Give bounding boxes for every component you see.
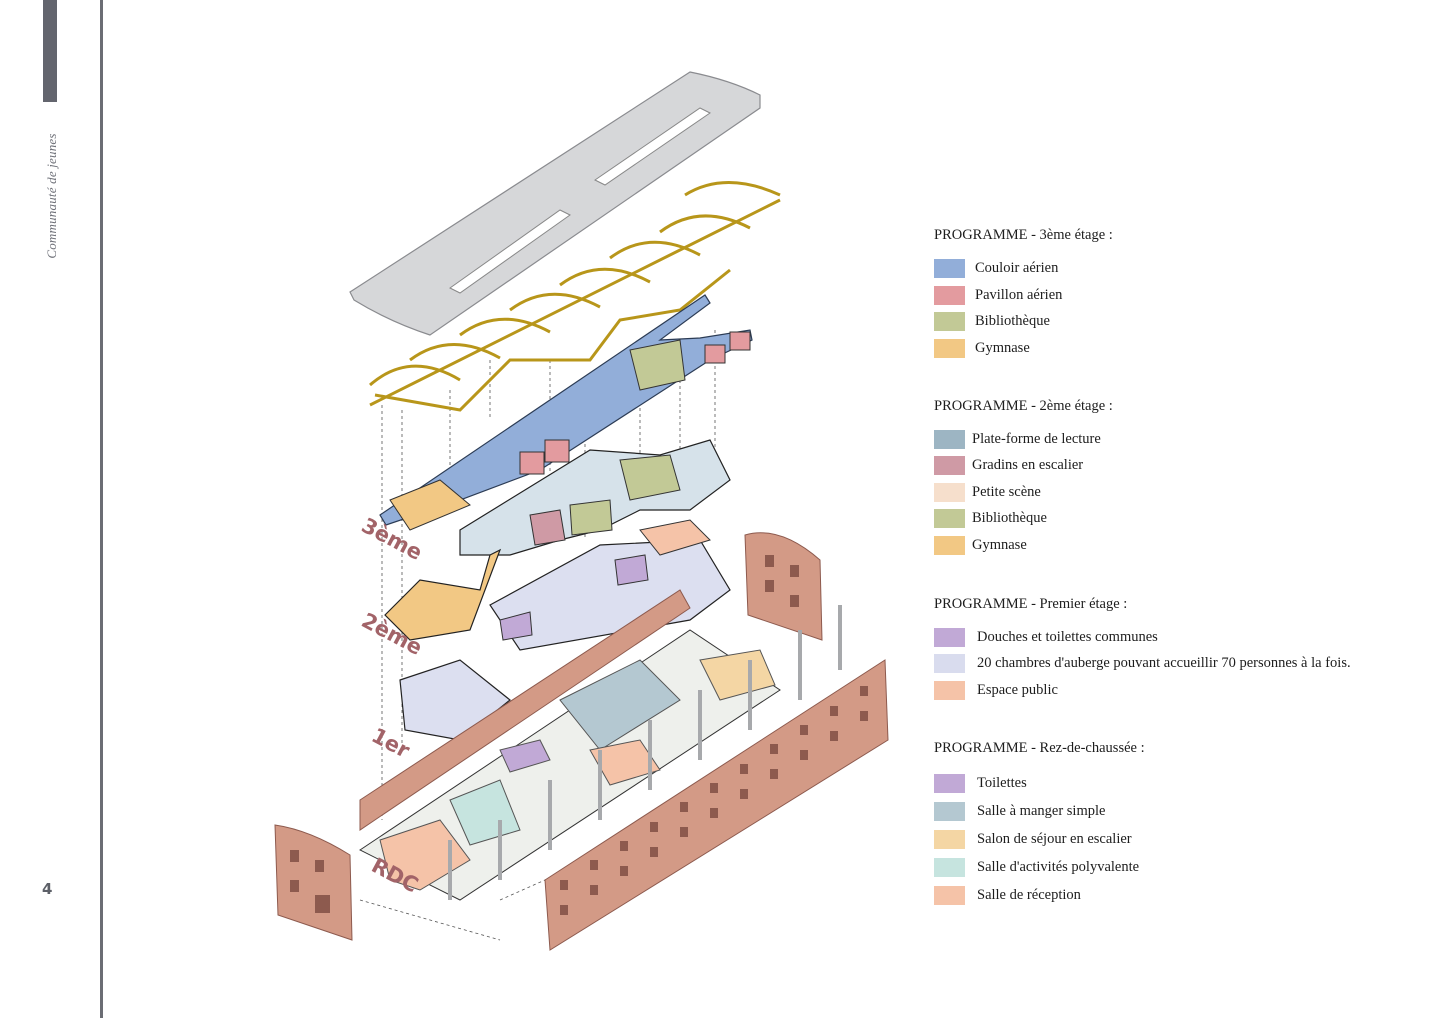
legend-item-label: Gradins en escalier: [972, 457, 1084, 473]
color-swatch: [934, 681, 965, 700]
color-swatch: [934, 774, 965, 793]
structural-columns: [448, 605, 842, 900]
floor-3-corridor: [379, 294, 753, 531]
legend-item-label: Douches et toilettes communes: [977, 629, 1158, 645]
document-side-title: Communauté de jeunes: [44, 133, 59, 259]
color-swatch: [934, 802, 965, 821]
legend-item-label: Plate-forme de lecture: [972, 431, 1101, 447]
legend-item-label: Bibliothèque: [972, 510, 1047, 526]
legend-item-label: Petite scène: [972, 484, 1041, 500]
legend-group-rdc: PROGRAMME - Rez-de-chaussée : Toilettes …: [934, 740, 1145, 905]
color-swatch: [934, 456, 965, 475]
legend-title: PROGRAMME - 2ème étage :: [934, 398, 1113, 414]
legend-title: PROGRAMME - 3ème étage :: [934, 227, 1113, 243]
legend-item-label: Toilettes: [977, 775, 1027, 791]
legend-item-label: Espace public: [977, 682, 1058, 698]
color-swatch: [934, 536, 965, 555]
legend-item-label: Salle à manger simple: [977, 803, 1106, 819]
legend-item-label: Bibliothèque: [975, 313, 1050, 329]
facade-right: [744, 532, 823, 641]
legend-group-2eme: PROGRAMME - 2ème étage : Plate-forme de …: [934, 398, 1113, 555]
floor-2-plate: [384, 439, 731, 641]
color-swatch: [934, 509, 965, 528]
color-swatch: [934, 430, 965, 449]
color-swatch: [934, 259, 965, 278]
color-swatch: [934, 858, 965, 877]
roof-slab: [349, 71, 761, 336]
color-swatch: [934, 286, 965, 305]
color-swatch: [934, 654, 965, 673]
facade-left: [274, 824, 353, 941]
legend-item-label: Gymnase: [972, 537, 1027, 553]
legend-item-label: Gymnase: [975, 340, 1030, 356]
color-swatch: [934, 830, 965, 849]
exploded-axonometric-diagram: 3ème 2ème 1er RDC: [274, 71, 889, 951]
facade-front: [544, 659, 889, 951]
color-swatch: [934, 628, 965, 647]
color-swatch: [934, 886, 965, 905]
legend-title: PROGRAMME - Premier étage :: [934, 596, 1128, 612]
legend-group-3eme: PROGRAMME - 3ème étage : Couloir aérien …: [934, 227, 1113, 358]
legend-item-label: Pavillon aérien: [975, 287, 1063, 303]
legend-item-label: Salle d'activités polyvalente: [977, 859, 1140, 875]
color-swatch: [934, 339, 965, 358]
page-number: 4: [42, 880, 53, 898]
roof-trusses: [369, 181, 781, 412]
side-bar-block: [43, 0, 57, 102]
legend-item-label: Salle de réception: [977, 887, 1081, 903]
ground-floor-plate: [359, 589, 781, 901]
legend-group-premier: PROGRAMME - Premier étage : Douches et t…: [934, 596, 1351, 700]
legend-item-label: 20 chambres d'auberge pouvant accueillir…: [977, 655, 1351, 671]
color-swatch: [934, 312, 965, 331]
color-swatch: [934, 483, 965, 502]
legend-item-label: Couloir aérien: [975, 260, 1059, 276]
legend-item-label: Salon de séjour en escalier: [977, 831, 1132, 847]
side-rule: [100, 0, 103, 1018]
legend-title: PROGRAMME - Rez-de-chaussée :: [934, 740, 1145, 756]
